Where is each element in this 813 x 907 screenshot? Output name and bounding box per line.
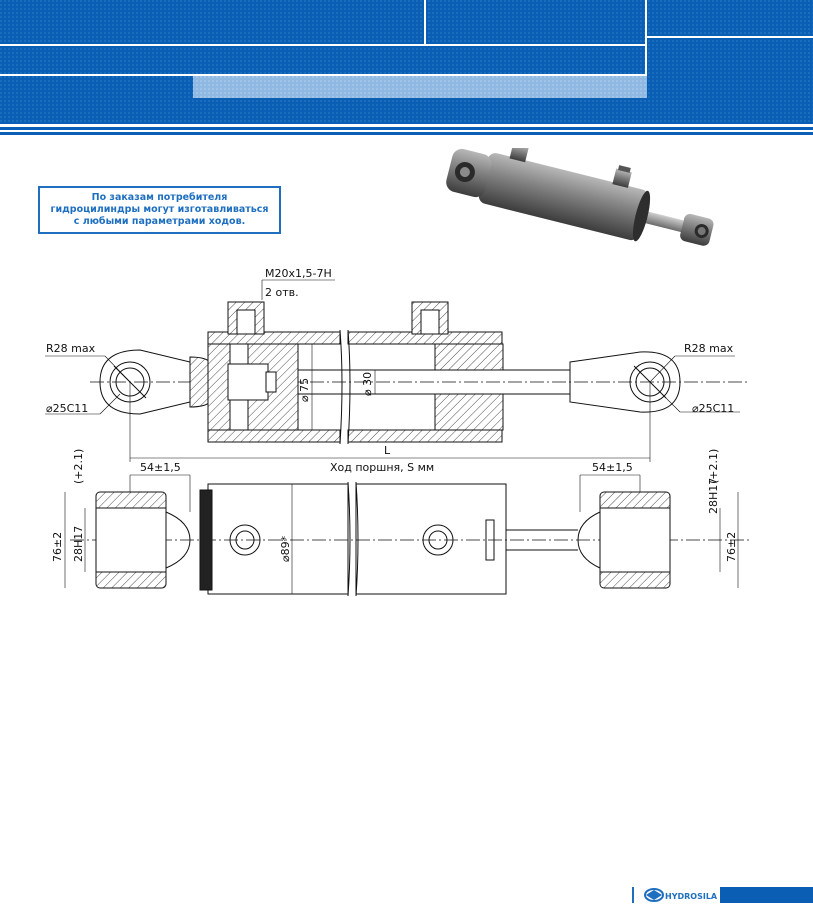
note-line-3: с любыми параметрами ходов. (73, 216, 246, 227)
thread-label: M20x1,5-7H (265, 267, 332, 280)
eye-height-left-label: 76±2 (51, 532, 64, 562)
hydrosila-logo: HYDROSILA (632, 887, 813, 903)
eye-width-left-label: 28H17 (72, 526, 85, 562)
tube-diameter-label: ⌀89* (279, 535, 292, 562)
brand-name: HYDROSILA (665, 892, 718, 901)
eye-tol-left-label: (+2.1) (72, 449, 85, 484)
rod-label: ⌀ 30 (361, 372, 374, 396)
offset-left-label: 54±1,5 (140, 461, 181, 474)
cylinder-technical-drawing: M20x1,5-7H 2 отв. R28 max R28 max ⌀25С11… (45, 267, 750, 597)
bore-label: ⌀ 75 (298, 378, 311, 402)
offset-right-label: 54±1,5 (592, 461, 633, 474)
note-line-2: гидроцилиндры могут изготавливаться (50, 204, 269, 215)
stroke-label: Ход поршня, S мм (330, 461, 434, 474)
radius-right-label: R28 max (684, 342, 734, 355)
pin-right-label: ⌀25С11 (692, 402, 734, 415)
brand-mark-icon (644, 888, 664, 902)
note-line-1: По заказам потребителя (91, 192, 228, 203)
eye-tol-right-label: (+2.1) (707, 449, 720, 484)
radius-left-label: R28 max (46, 342, 96, 355)
length-label: L (384, 444, 391, 457)
eye-height-right-label: 76±2 (725, 532, 738, 562)
pin-left-label: ⌀25С11 (46, 402, 88, 415)
header-banner (0, 0, 813, 135)
custom-stroke-note: По заказам потребителя гидроцилиндры мог… (38, 186, 281, 234)
cylinder-3d-image (446, 148, 714, 246)
eye-width-right-label: 28H17 (707, 478, 720, 514)
ports-label: 2 отв. (265, 286, 299, 299)
